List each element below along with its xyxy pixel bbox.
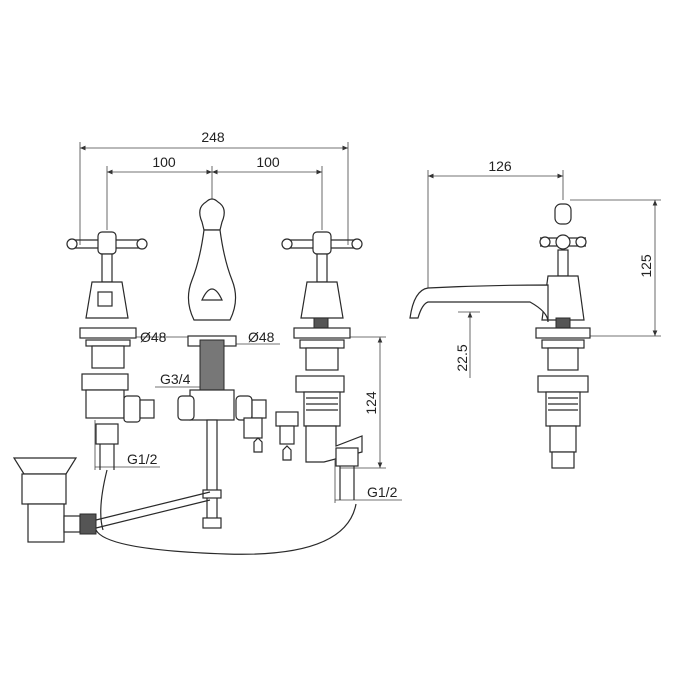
left-cross-handle-tap [66,231,155,470]
right-spacing-label: 100 [256,154,280,170]
left-inlet-thread-label: G1/2 [127,451,158,467]
right-inlet-thread-label: G1/2 [367,484,398,500]
popup-waste [12,457,357,555]
right-cross-handle-tap [281,231,363,500]
center-spout [177,198,299,529]
body-height-label: 124 [363,391,379,415]
inlet-arrow-icon [253,437,263,453]
dimension-labels: 248 100 100 Ø48 Ø48 G3/4 124 G1/2 G1/2 1… [127,129,654,500]
left-spacing-label: 100 [152,154,176,170]
spout-thread-label: G3/4 [160,371,191,387]
overall-width-label: 248 [201,129,225,145]
side-projection-label: 126 [488,158,512,174]
side-view-tap [409,203,591,469]
dimension-lines [79,142,661,503]
inlet-arrow-icon [282,445,292,461]
center-diameter-label: Ø48 [248,329,275,345]
left-diameter-label: Ø48 [140,329,167,345]
spout-clearance-label: 22.5 [454,344,470,371]
side-height-label: 125 [638,254,654,278]
